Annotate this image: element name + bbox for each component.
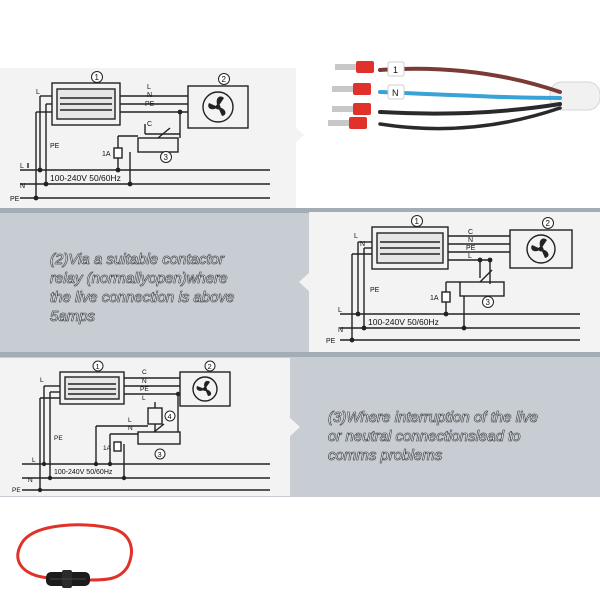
diagram-1-notch bbox=[292, 124, 304, 146]
d1-rail-N: N bbox=[20, 183, 25, 190]
d1-marker-1: 1 bbox=[95, 73, 100, 82]
d2-lbl-L2: L bbox=[354, 233, 358, 240]
d3-lbl-L2: L bbox=[40, 377, 44, 384]
d2-rail-L: L bbox=[338, 307, 342, 314]
d2-lbl-N2: N bbox=[360, 241, 365, 248]
d2-marker-2: 2 bbox=[546, 219, 551, 228]
d2-lbl-C: C bbox=[468, 229, 473, 236]
controller-box-3 bbox=[59, 371, 125, 405]
d2-lbl-N: N bbox=[468, 237, 473, 244]
caption-3-line-3: comms problems bbox=[328, 447, 443, 465]
fan-box-3 bbox=[179, 371, 231, 407]
diagram-2: 1 2 3 C N PE L L N PE 1A L N PE 100-240V… bbox=[326, 215, 580, 345]
caption-3: (3)Where interruption of the live or neu… bbox=[328, 408, 590, 465]
caption-2-line-4: 5amps bbox=[50, 308, 96, 326]
d1-lbl-L2: L bbox=[36, 89, 40, 96]
fuse-wire-loop bbox=[16, 523, 133, 582]
d2-marker-3: 3 bbox=[486, 298, 491, 307]
cable-tag-2-text: N bbox=[392, 88, 399, 98]
d2-fuse: 1A bbox=[430, 295, 439, 302]
d3-lbl-L3: L bbox=[128, 417, 132, 424]
ferrule-4 bbox=[328, 117, 367, 129]
d3-lbl-PE2: PE bbox=[54, 435, 63, 442]
d2-lbl-L: L bbox=[468, 253, 472, 260]
d3-marker-2: 2 bbox=[208, 362, 212, 371]
d3-rail-PE: PE bbox=[12, 487, 21, 494]
d1-lbl-PE: PE bbox=[145, 101, 155, 108]
caption-3-line-1: (3)Where interruption of the live bbox=[328, 409, 539, 427]
d3-fuse: 1A bbox=[103, 445, 112, 452]
d3-lbl-N3: N bbox=[128, 425, 133, 432]
d1-supply: 100-240V 50/60Hz bbox=[50, 173, 121, 183]
caption-2-line-1: (2)Via a suitable contactor bbox=[50, 251, 225, 269]
d2-marker-1: 1 bbox=[415, 217, 420, 226]
d1-fuse: 1A bbox=[102, 151, 111, 158]
d1-lbl-N: N bbox=[147, 92, 152, 99]
relay-4 bbox=[147, 407, 163, 425]
fan-icon bbox=[196, 380, 212, 396]
diagram-2-notch bbox=[299, 271, 311, 293]
d2-lbl-PE: PE bbox=[466, 245, 476, 252]
wire-blue bbox=[378, 90, 562, 100]
d3-lbl-C: C bbox=[142, 369, 147, 376]
d1-marker-2: 2 bbox=[222, 75, 227, 84]
d3-lbl-PE: PE bbox=[140, 386, 149, 393]
d3-supply: 100-240V 50/60Hz bbox=[54, 469, 113, 476]
d3-marker-4: 4 bbox=[168, 412, 172, 421]
d3-marker-3: 3 bbox=[158, 450, 162, 459]
caption-2-line-3: the live connection is above bbox=[50, 289, 235, 307]
caption-2: (2)Via a suitable contactor relay (norma… bbox=[50, 250, 300, 326]
d1-rail-PE: PE bbox=[10, 196, 20, 203]
cable-tag-1 bbox=[387, 61, 405, 77]
d1-lbl-C: C bbox=[147, 121, 152, 128]
wire-black-1 bbox=[378, 102, 562, 116]
diagram-3: 1 2 4 3 C N PE L L N L PE 1A L N PE 100-… bbox=[12, 360, 270, 494]
caption-2-line-2: relay (normallyopen)where bbox=[50, 270, 228, 288]
d1-marker-3: 3 bbox=[164, 153, 169, 162]
diagram-3-notch bbox=[288, 416, 300, 438]
relay-2 bbox=[459, 281, 505, 297]
fan-box-2 bbox=[509, 229, 573, 269]
d2-lbl-PE2: PE bbox=[370, 287, 380, 294]
ferrule-2 bbox=[332, 83, 371, 95]
wire-brown bbox=[378, 66, 562, 94]
d2-supply: 100-240V 50/60Hz bbox=[368, 317, 439, 327]
ferrule-1 bbox=[335, 61, 374, 73]
cable-tag-2 bbox=[387, 84, 405, 100]
band-3-dark-edge bbox=[0, 352, 600, 357]
d1-rail-L: L bbox=[20, 163, 24, 170]
d3-rail-L: L bbox=[32, 457, 36, 464]
band-2-dark-edge bbox=[0, 208, 600, 213]
wire-black-2 bbox=[378, 106, 562, 131]
relay-1 bbox=[137, 137, 179, 153]
cable-tag-1-text: 1 bbox=[393, 65, 398, 75]
relay-3 bbox=[137, 431, 181, 445]
fan-icon bbox=[208, 96, 226, 116]
caption-3-line-2: or neutral connectionslead to bbox=[328, 428, 521, 446]
fuse-holder bbox=[46, 570, 90, 588]
fan-box-1 bbox=[187, 85, 249, 129]
fan-icon bbox=[531, 238, 549, 258]
d2-rail-PE: PE bbox=[326, 338, 336, 345]
fuse-holder-photo bbox=[16, 523, 133, 588]
d2-rail-N: N bbox=[338, 327, 343, 334]
d3-lbl-N: N bbox=[142, 378, 147, 385]
d1-lbl-L: L bbox=[147, 84, 151, 91]
d3-marker-1: 1 bbox=[96, 362, 100, 371]
d3-rail-N: N bbox=[28, 477, 33, 484]
diagram-3-card bbox=[0, 358, 290, 496]
d1-lbl-PE2: PE bbox=[50, 143, 60, 150]
diagram-1: 1 2 3 L N PE C L PE 1A L N PE 100-240V 5… bbox=[10, 71, 270, 203]
ferrule-3 bbox=[332, 103, 371, 115]
cable-photo: 1 N bbox=[328, 61, 600, 131]
d3-lbl-L: L bbox=[142, 395, 146, 402]
